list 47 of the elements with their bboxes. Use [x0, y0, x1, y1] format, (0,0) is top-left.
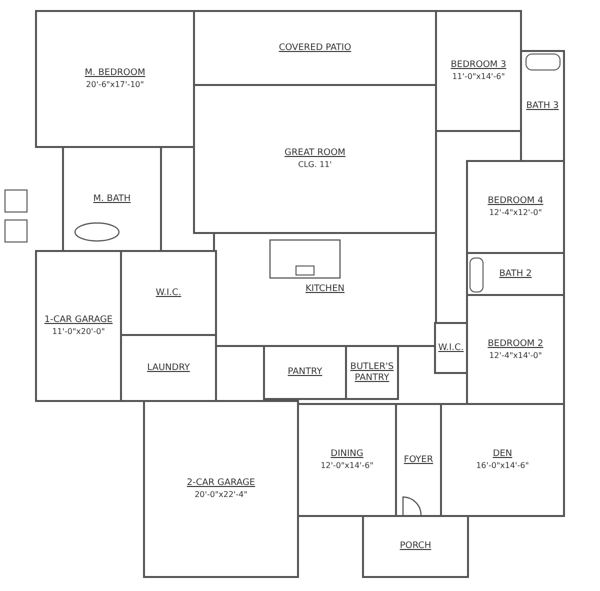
room-outline	[62, 146, 162, 252]
room-dimensions: 11'-0"x20'-0"	[52, 326, 105, 337]
room-name: COVERED PATIO	[278, 42, 352, 54]
room-name: BUTLER'S PANTRY	[349, 362, 395, 384]
room-dimensions: 20'-6"x17'-10"	[86, 79, 144, 90]
room-name: GREAT ROOM	[284, 148, 346, 159]
room-outline	[35, 10, 195, 148]
room-outline	[263, 345, 347, 400]
room-outline	[466, 294, 565, 405]
room-outline	[435, 10, 522, 132]
room-dimensions: 20'-0"x22'-4"	[194, 489, 248, 500]
room-outline	[362, 515, 469, 578]
room-name: KITCHEN	[306, 284, 344, 295]
room-dimensions: 12'-4"x12'-0"	[489, 207, 542, 218]
room-name: BEDROOM 2	[488, 338, 544, 350]
room-name: M. BATH	[93, 194, 131, 204]
room-outline	[143, 400, 299, 578]
room-name: W.I.C.	[438, 342, 464, 354]
room-name: DEN	[492, 449, 512, 460]
room-outline	[35, 250, 122, 402]
room-outline	[466, 160, 565, 254]
room-name: BATH 3	[526, 100, 559, 112]
room-outline	[345, 345, 399, 400]
room-name: BEDROOM 4	[488, 196, 544, 207]
room-name: PANTRY	[288, 367, 322, 378]
room-name: LAUNDRY	[147, 362, 190, 374]
room-outline	[466, 252, 565, 296]
room-name: 1-CAR GARAGE	[44, 315, 113, 326]
room-dimensions: 16'-0"x14'-6"	[476, 460, 529, 471]
room-outline	[213, 232, 437, 347]
room-outline	[440, 403, 565, 517]
room-outline	[520, 50, 565, 162]
room-dimensions: 12'-0"x14'-6"	[320, 460, 374, 471]
room-name: M. BEDROOM	[84, 68, 146, 79]
room-outline	[434, 322, 468, 374]
room-name: PORCH	[400, 541, 432, 552]
room-name: BATH 2	[499, 268, 532, 280]
room-name: DINING	[330, 449, 364, 460]
room-dimensions: 11'-0"x14'-6"	[452, 71, 505, 82]
room-outline	[120, 334, 217, 402]
room-dimensions: CLG. 11'	[298, 159, 332, 170]
room-dimensions: 12'-4"x14'-0"	[489, 350, 542, 360]
room-name: 2-CAR GARAGE	[186, 478, 256, 489]
room-name: BEDROOM 3	[450, 60, 506, 71]
room-outline	[297, 403, 397, 517]
room-name: W.I.C.	[156, 288, 182, 298]
room-name: FOYER	[404, 454, 434, 466]
